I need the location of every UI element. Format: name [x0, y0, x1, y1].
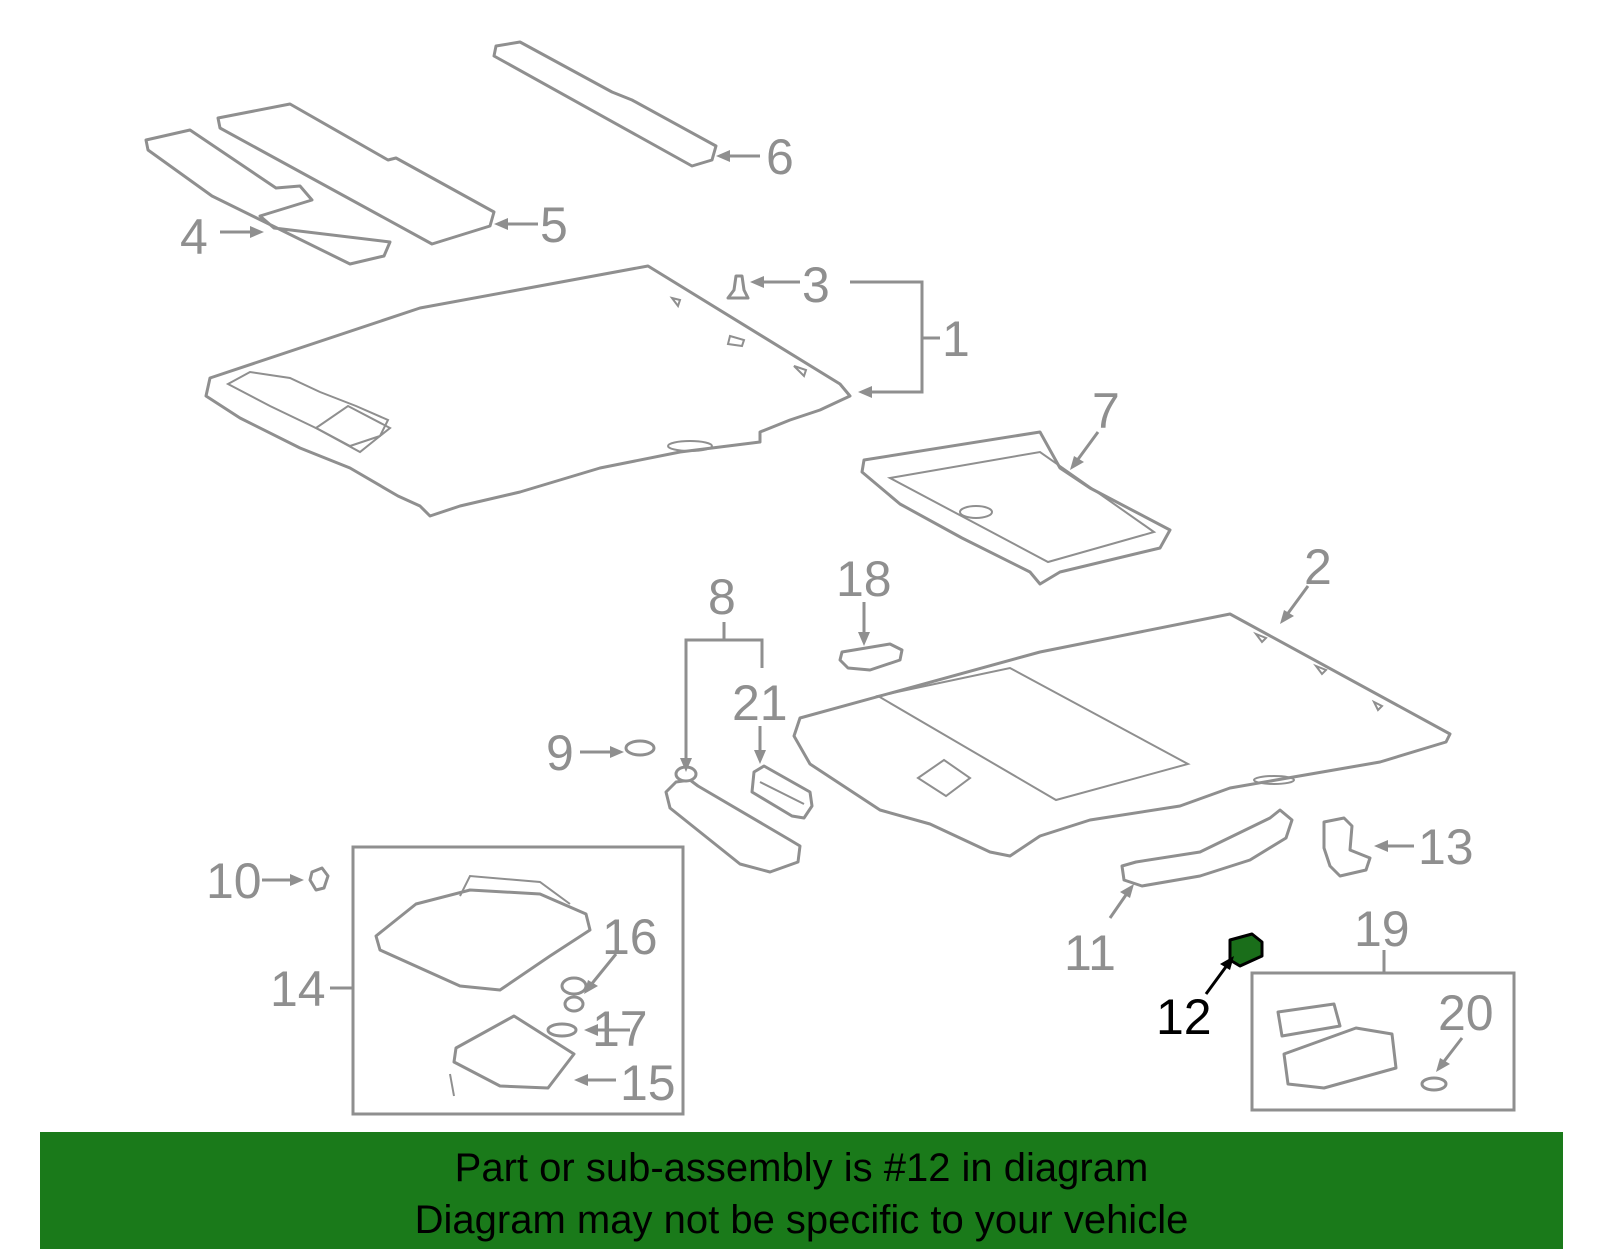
- part-21-drawing: [750, 764, 814, 820]
- callout-14: 14: [270, 961, 326, 1017]
- part-2-drawing: [792, 612, 1452, 858]
- info-banner: Part or sub-assembly is #12 in diagram D…: [40, 1132, 1563, 1249]
- callout-4: 4: [180, 209, 208, 265]
- part-5-drawing: [216, 102, 496, 246]
- part-11-drawing: [1120, 808, 1294, 888]
- callout-7: 7: [1092, 383, 1120, 439]
- callout-19: 19: [1354, 901, 1410, 957]
- part-3-drawing: [726, 274, 750, 300]
- leader-12: [1204, 956, 1234, 995]
- banner-line-2: Diagram may not be specific to your vehi…: [414, 1198, 1189, 1242]
- part-1-drawing: [204, 264, 852, 518]
- callout-5: 5: [540, 197, 568, 253]
- part-13-drawing: [1322, 816, 1372, 878]
- part-6-drawing: [492, 40, 718, 168]
- part-12-drawing: [1228, 932, 1264, 968]
- callout-20: 20: [1438, 985, 1494, 1041]
- callout-17: 17: [592, 1001, 648, 1057]
- part-14-box: [351, 845, 685, 1116]
- part-7-drawing: [860, 430, 1172, 586]
- callout-21: 21: [732, 675, 788, 731]
- callout-8: 8: [708, 569, 736, 625]
- part-10-drawing: [308, 866, 330, 892]
- callout-1: 1: [942, 311, 970, 367]
- callout-2: 2: [1304, 539, 1332, 595]
- leader-lines: [220, 150, 1464, 1086]
- part-4-drawing: [144, 128, 392, 266]
- banner-line-1: Part or sub-assembly is #12 in diagram: [454, 1146, 1149, 1190]
- callout-13: 13: [1418, 819, 1474, 875]
- part-8-drawing: [664, 765, 802, 874]
- part-9-drawing: [624, 739, 656, 757]
- callout-16: 16: [602, 909, 658, 965]
- callout-11: 11: [1064, 925, 1116, 981]
- callout-18: 18: [836, 551, 892, 607]
- callout-3: 3: [802, 257, 830, 313]
- callout-9: 9: [546, 725, 574, 781]
- callout-10: 10: [206, 853, 262, 909]
- callout-15: 15: [620, 1055, 676, 1111]
- callout-6: 6: [766, 129, 794, 185]
- part-18-drawing: [838, 642, 904, 672]
- callout-12: 12: [1156, 989, 1212, 1045]
